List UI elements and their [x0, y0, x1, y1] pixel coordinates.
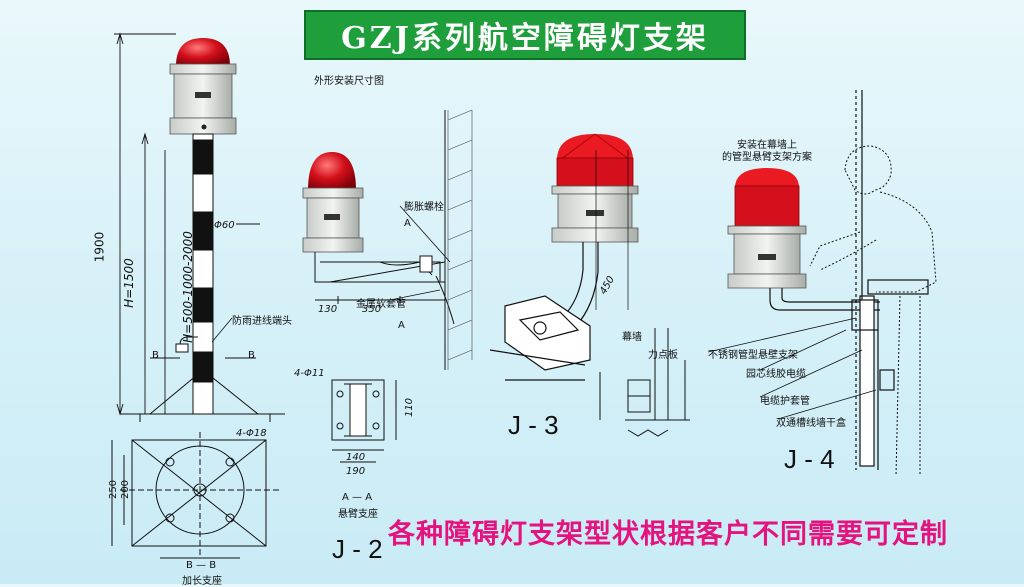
section-mark-b-left: B [152, 350, 159, 361]
dim-1900: 1900 [92, 231, 107, 263]
dim-h500: H=500-1000-2000 [180, 231, 195, 343]
wall-lamp-j4 [727, 168, 807, 289]
dim-phi18: 4-Φ18 [236, 428, 267, 439]
dim-190: 190 [346, 466, 366, 477]
label-stress-plate: 力点板 [648, 350, 678, 361]
pole [120, 133, 285, 422]
dim-phi60: Φ60 [214, 220, 235, 231]
section-mark-a-bottom: A [398, 320, 405, 331]
wall-lamp-j3 [551, 133, 639, 243]
person-figure [809, 145, 937, 477]
j4-bracket [769, 90, 929, 470]
label-extension-base: 加长支座 [182, 576, 222, 587]
dim-140: 140 [346, 452, 366, 463]
section-aa: A — A [342, 492, 373, 503]
model-j3: J - 3 [508, 410, 559, 440]
page-subtitle: 外形安装尺寸图 [314, 76, 384, 87]
label-wire-box: 双通槽线墙干盒 [776, 418, 846, 429]
label-rain-cap: 防雨进线端头 [232, 316, 292, 327]
j2-bracket [314, 110, 455, 370]
model-j2: J - 2 [332, 534, 383, 564]
leader-lines [211, 205, 877, 420]
label-round-cable: 园芯线胶电缆 [746, 369, 806, 380]
page-title: GZJ系列航空障碍灯支架 [304, 10, 746, 60]
label-curtain-wall: 幕墙 [622, 332, 642, 343]
wall-hatching [447, 109, 473, 370]
label-cable-sleeve: 电缆护套管 [760, 396, 810, 407]
dim-350: 350 [362, 304, 382, 315]
footer-note: 各种障碍灯支架型状根据客户不同需要可定制 [388, 519, 948, 550]
label-metal-hose: 金属软套管 [356, 299, 406, 310]
pole-dimension-lines [114, 32, 260, 416]
section-bb: B — B [186, 560, 217, 571]
j3-bracket [489, 150, 629, 381]
wall-lamp-j2 [302, 152, 364, 253]
dim-h1500: H=1500 [121, 258, 136, 308]
base-plan-view [111, 432, 280, 559]
dim-130: 130 [318, 304, 338, 315]
label-stainless-bracket: 不锈钢管型悬壁支架 [708, 350, 798, 361]
dim-phi11: 4-Φ11 [294, 368, 325, 379]
dim-200: 200 [120, 479, 132, 500]
section-mark-a-top: A [404, 218, 411, 229]
model-j4: J - 4 [784, 444, 835, 474]
label-cantilever-base: 悬臂支座 [338, 509, 378, 520]
pole-lamp [169, 38, 237, 135]
label-expansion-bolt: 膨胀螺栓 [404, 202, 444, 213]
label-curtain-wall-scheme: 安装在幕墙上 的管型悬臂支架方案 [722, 140, 812, 163]
dim-250: 250 [108, 479, 120, 500]
j2-section-detail [331, 379, 397, 463]
section-mark-b-right: B [248, 350, 255, 361]
dim-110: 110 [404, 397, 416, 418]
curtain-wall-detail [599, 328, 690, 437]
